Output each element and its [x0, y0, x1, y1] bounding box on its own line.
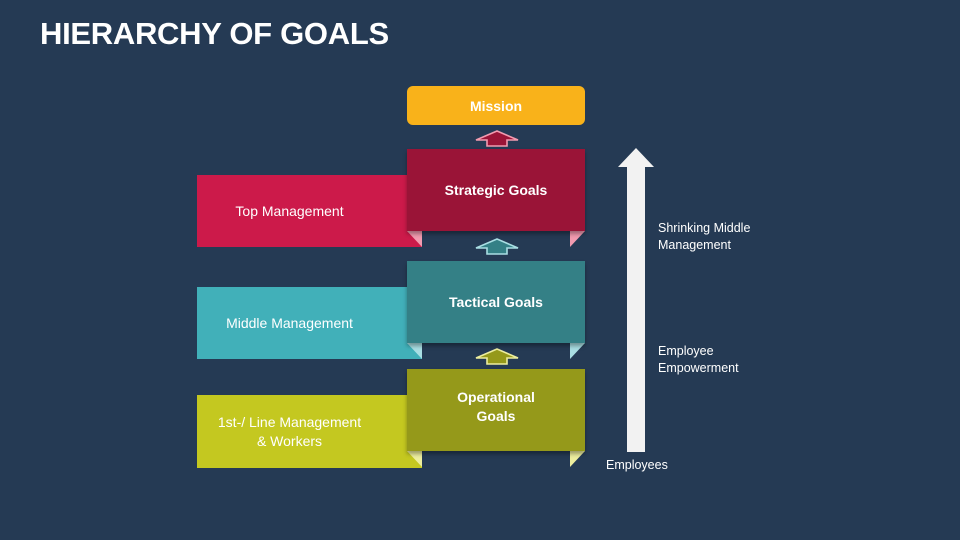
middle-management-label: Middle Management	[226, 314, 353, 331]
fold-corner-left	[407, 231, 422, 247]
line-management-label: 1st-/ Line Management & Workers	[217, 413, 362, 449]
fold-corner-right	[570, 231, 585, 247]
fold-corner-right	[570, 343, 585, 359]
top-management-label: Top Management	[235, 202, 344, 219]
employee-empowerment-label: Employee Empowerment	[658, 344, 739, 375]
operational-goals-label: Operational Goals	[457, 389, 535, 424]
arrow-up-icon-operational-to-tactical	[475, 348, 519, 365]
line-management-box: 1st-/ Line Management & Workers	[197, 395, 422, 468]
operational-goals-box: Operational Goals	[407, 369, 585, 451]
fold-corner-left	[407, 451, 422, 467]
arrow-up-icon-tactical-to-strategic	[475, 238, 519, 255]
mission-label: Mission	[469, 97, 523, 114]
fold-corner-left	[407, 343, 422, 359]
arrow-up-icon-strategic-to-mission	[475, 130, 519, 147]
top-management-box: Top Management	[197, 175, 422, 247]
big-arrow-up-icon	[618, 148, 654, 452]
employees-label: Employees	[606, 458, 668, 472]
tactical-goals-label: Tactical Goals	[449, 293, 543, 310]
mission-box: Mission	[407, 86, 585, 125]
fold-corner-right	[570, 451, 585, 467]
middle-management-box: Middle Management	[197, 287, 422, 359]
tactical-goals-box: Tactical Goals	[407, 261, 585, 343]
page-title: HIERARCHY OF GOALS	[40, 16, 389, 51]
shrinking-middle-management-label: Shrinking Middle Management	[658, 221, 751, 252]
strategic-goals-label: Strategic Goals	[444, 181, 548, 198]
strategic-goals-box: Strategic Goals	[407, 149, 585, 231]
